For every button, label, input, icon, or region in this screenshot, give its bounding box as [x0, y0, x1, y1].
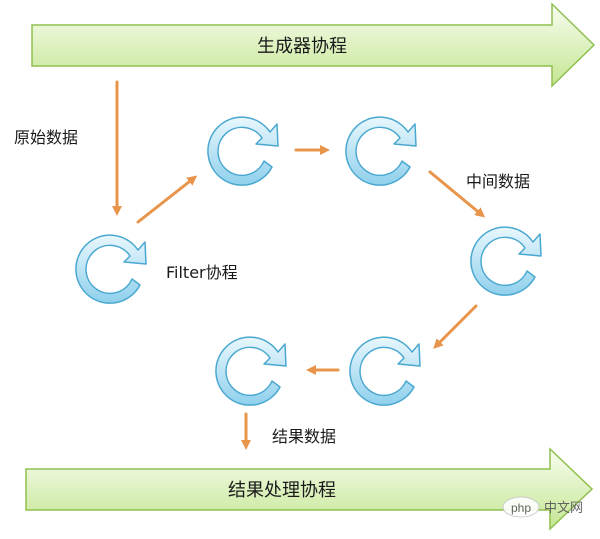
- cycle-icon-step-4: [349, 336, 421, 406]
- watermark-site-text: 中文网: [544, 500, 583, 515]
- arrow-filter-to-step1: [136, 175, 198, 224]
- cycle-icon-step-2: [345, 116, 417, 186]
- result-banner-label: 结果处理协程: [228, 480, 336, 501]
- cycle-icon-filter: [75, 234, 147, 304]
- php-logo: [502, 496, 540, 518]
- php-watermark: php 中文网: [502, 496, 583, 518]
- generator-banner-label: 生成器协程: [257, 36, 347, 57]
- result-banner-arrow-shape: [25, 447, 594, 531]
- arrow-step2-to-step3: [428, 170, 486, 218]
- cycle-icon-step-3: [470, 226, 542, 296]
- label-raw-data: 原始数据: [14, 128, 78, 147]
- cycle-icon-step-5: [215, 336, 287, 406]
- label-intermediate-data: 中间数据: [466, 172, 530, 191]
- watermark-php-text: php: [511, 501, 531, 515]
- arrow-step3-to-step4: [433, 304, 478, 349]
- result-coroutine-banner: 结果处理协程: [25, 447, 594, 531]
- generator-banner-arrow-shape: [31, 2, 596, 88]
- label-filter-coroutine: Filter协程: [166, 263, 238, 282]
- generator-coroutine-banner: 生成器协程: [31, 2, 596, 88]
- label-result-data: 结果数据: [272, 427, 336, 446]
- cycle-icon-step-1: [207, 116, 279, 186]
